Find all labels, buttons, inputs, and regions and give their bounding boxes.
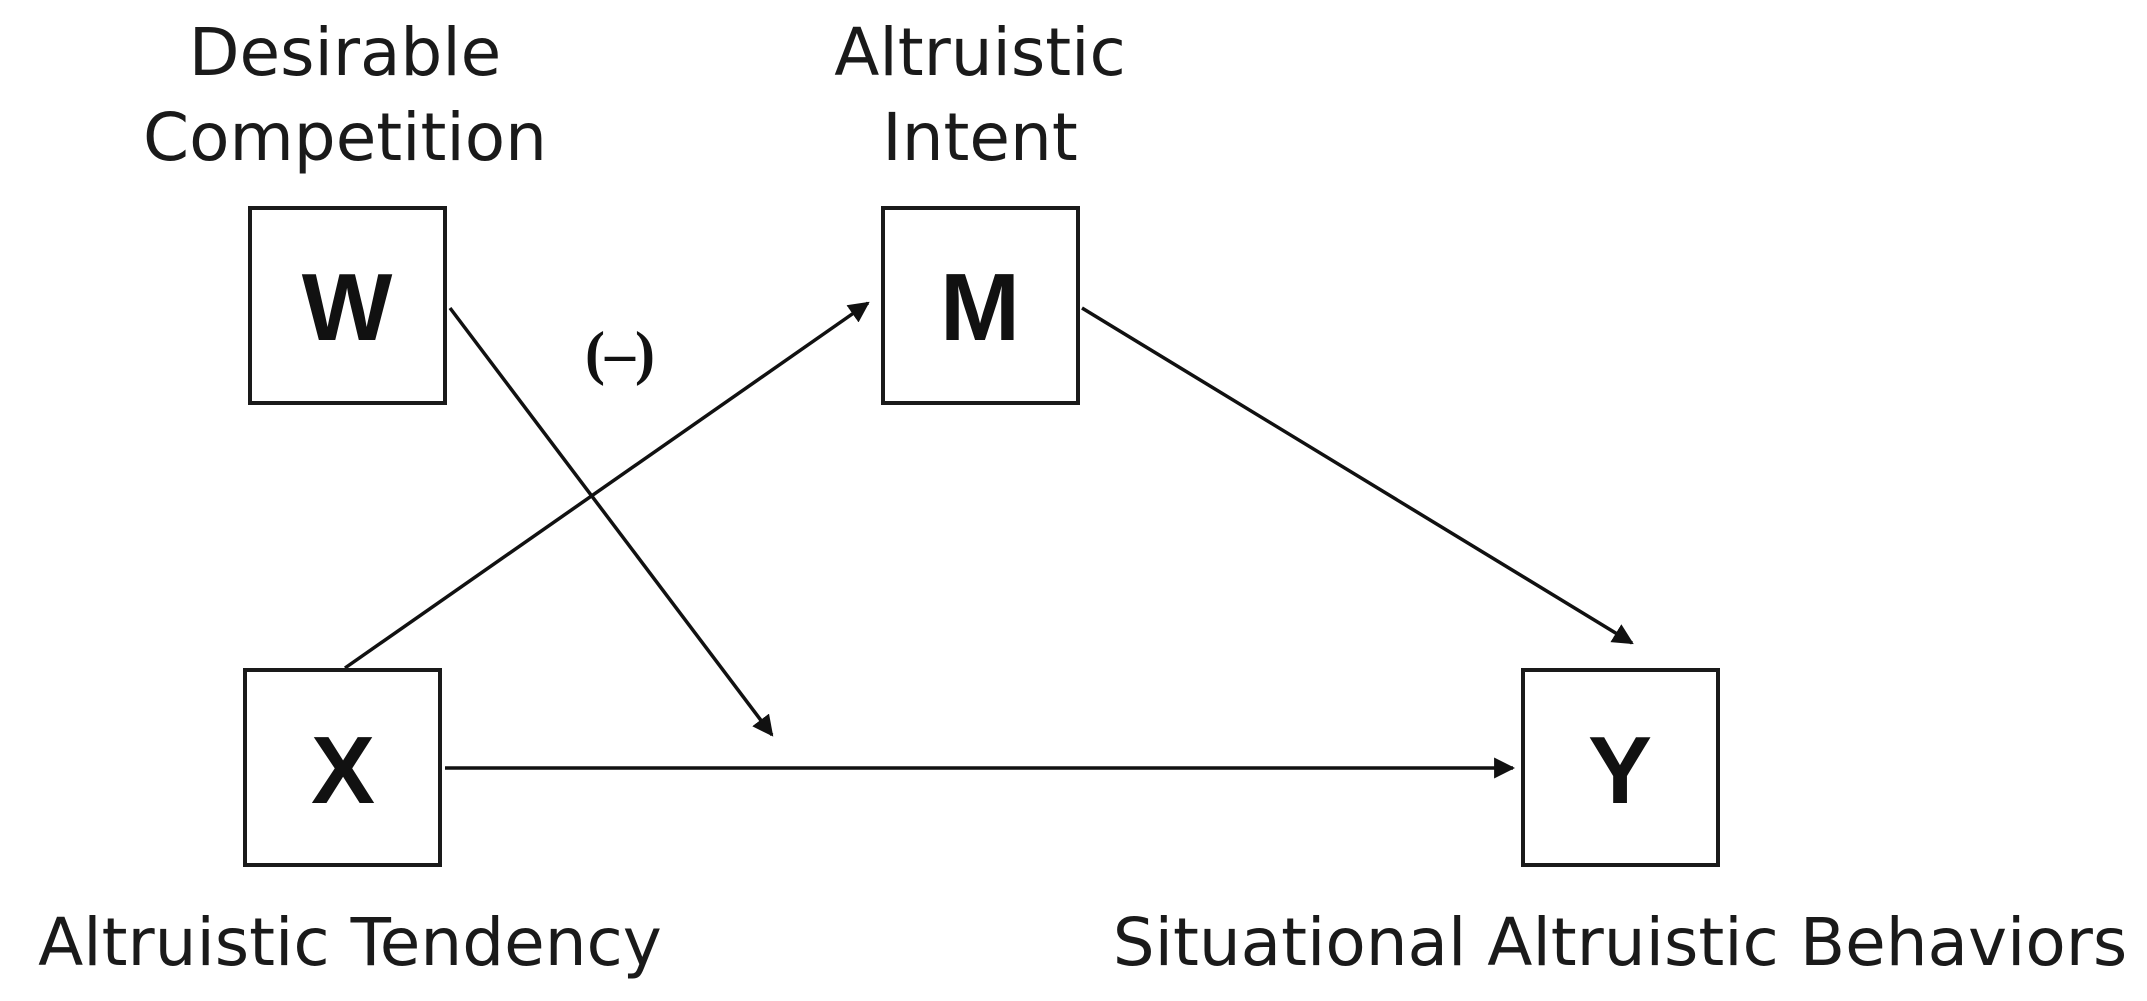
w-node-box: [248, 206, 447, 405]
arrow-m-to-y: [1081, 306, 1634, 645]
w-label-line-1: Desirable: [189, 14, 502, 91]
m-label-line-2: Intent: [882, 99, 1078, 176]
w-node-letter: W: [302, 254, 393, 361]
y-node-letter: Y: [1588, 717, 1652, 824]
x-node-box: [243, 668, 442, 867]
y-label: Situational Altruistic Behaviors: [1113, 904, 2128, 981]
m-node-letter: M: [940, 254, 1020, 361]
moderation-sign: (–): [585, 320, 655, 386]
m-label-line-1: Altruistic: [834, 14, 1126, 91]
x-label: Altruistic Tendency: [38, 904, 662, 981]
w-label-line-2: Competition: [143, 99, 547, 176]
x-node-letter: X: [311, 717, 375, 824]
arrow-x-to-m: [343, 301, 870, 670]
arrow-w-to-path: [448, 306, 774, 737]
m-node-box: [881, 206, 1080, 405]
y-node-box: [1521, 668, 1720, 867]
